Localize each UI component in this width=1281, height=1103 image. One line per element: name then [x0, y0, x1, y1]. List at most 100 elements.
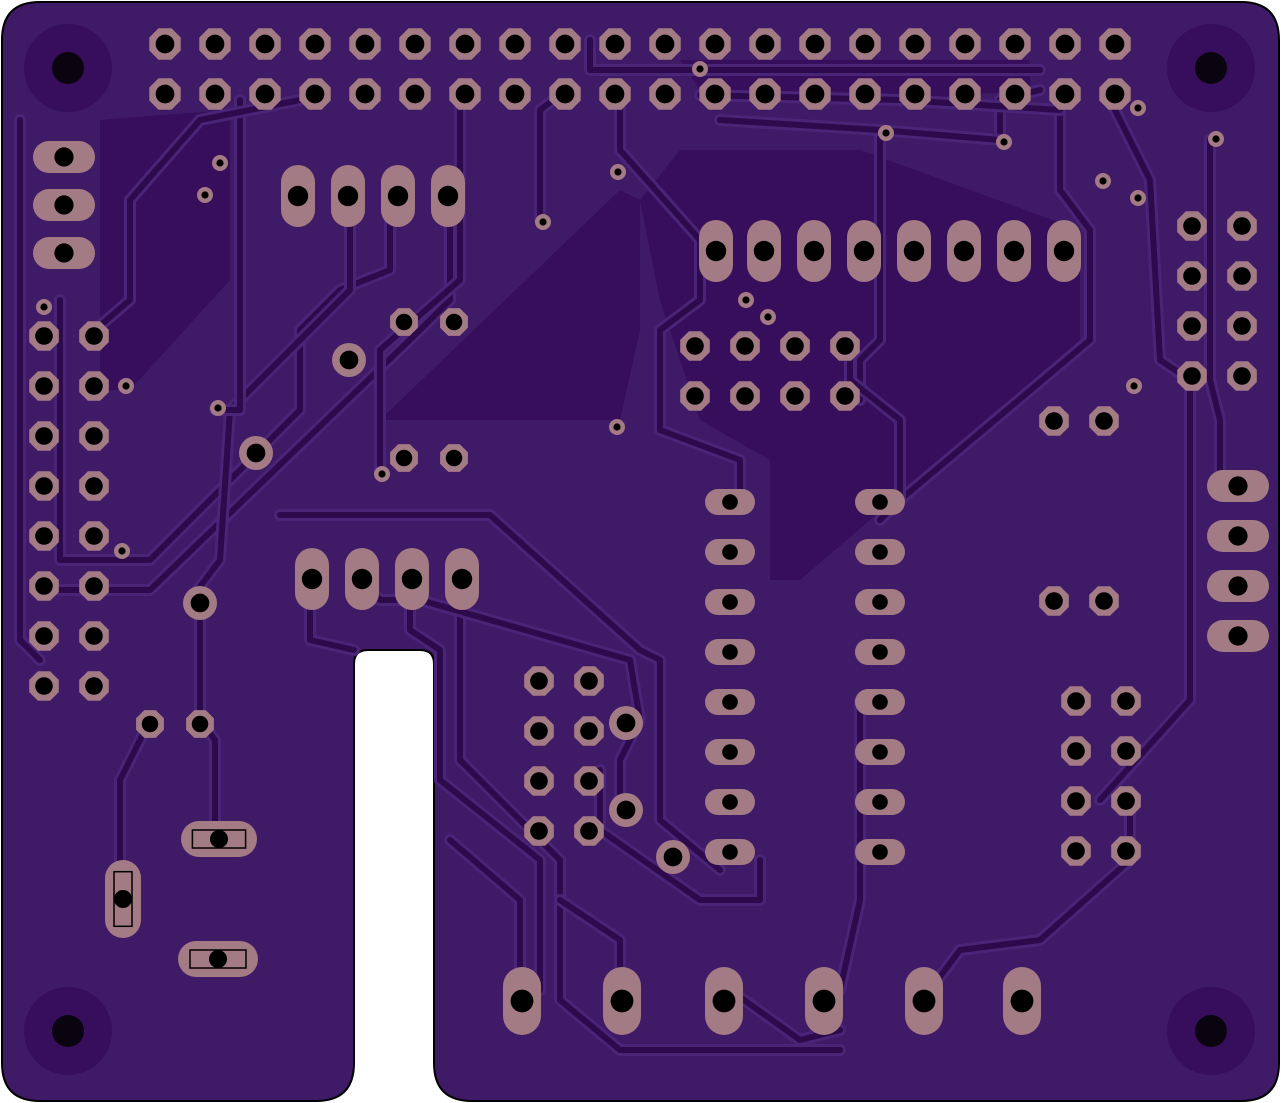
pad-hole [872, 844, 888, 860]
pad-hole [872, 494, 888, 510]
pad-hole [1117, 842, 1135, 860]
pad-hole [722, 594, 738, 610]
pad-hole [722, 794, 738, 810]
pad-hole [955, 84, 975, 104]
pad-hole [155, 34, 175, 54]
pad-hole [912, 989, 936, 1013]
pad-hole [141, 715, 159, 733]
pad-hole [395, 313, 413, 331]
pad-hole [35, 677, 53, 695]
trace-14 [617, 97, 743, 503]
pad-hole [305, 84, 325, 104]
trace-2 [37, 187, 453, 593]
mounting-hole-icon [1195, 1015, 1227, 1047]
pad-hole [580, 722, 598, 740]
pad-hole [1005, 34, 1025, 54]
pad-hole [1233, 317, 1251, 335]
trace-18 [1207, 137, 1223, 483]
pad-hole [530, 722, 548, 740]
via-hole [696, 65, 704, 73]
pad-hole [786, 337, 804, 355]
trace-9 [357, 577, 643, 823]
pad-hole [355, 84, 375, 104]
trace-21 [837, 697, 863, 993]
via-hole [214, 404, 222, 412]
pad-hole [736, 337, 754, 355]
pad-hole [953, 240, 975, 262]
via-hole [122, 382, 130, 390]
pad-hole [722, 694, 738, 710]
pad-hole [191, 715, 209, 733]
pad-hole [872, 644, 888, 660]
pad-hole [905, 84, 925, 104]
pad-hole [405, 34, 425, 54]
pad-hole [1095, 412, 1113, 430]
trace-24 [447, 837, 523, 993]
pad-hole [1117, 692, 1135, 710]
pour-region-1 [380, 190, 640, 420]
pad-hole [555, 34, 575, 54]
pad-hole [905, 34, 925, 54]
pad-hole [85, 477, 103, 495]
trace-6 [457, 577, 843, 1053]
pad-hole [872, 744, 888, 760]
pad-hole [855, 34, 875, 54]
pad-hole [580, 822, 598, 840]
pad-hole [610, 989, 634, 1013]
pad-hole [686, 337, 704, 355]
pad-hole [736, 387, 754, 405]
pad-hole [1053, 240, 1075, 262]
via-hole [1134, 194, 1142, 202]
pad-hole [555, 84, 575, 104]
pad-hole [1183, 317, 1201, 335]
pad-hole [505, 34, 525, 54]
pad-hole [955, 34, 975, 54]
pad-hole [1067, 742, 1085, 760]
via-hole [201, 191, 209, 199]
pad-hole [1067, 792, 1085, 810]
pad-hole [722, 644, 738, 660]
pad-hole [1233, 267, 1251, 285]
pad-hole [387, 185, 409, 207]
via-hole [742, 296, 750, 304]
pad-hole [1067, 842, 1085, 860]
pad-hole [190, 593, 210, 613]
pad-hole [1183, 267, 1201, 285]
pad-hole [205, 84, 225, 104]
pad-hole [1045, 412, 1063, 430]
via-hole [1212, 135, 1220, 143]
pad-hole [663, 847, 683, 867]
via-hole [1000, 138, 1008, 146]
pad-hole [301, 568, 323, 590]
pad-hole [1233, 367, 1251, 385]
via-hole [378, 470, 386, 478]
pad-hole [205, 34, 225, 54]
pad-hole [246, 443, 266, 463]
pad-hole [605, 84, 625, 104]
pad-hole [655, 34, 675, 54]
pad-hole [705, 34, 725, 54]
pad-hole [722, 544, 738, 560]
pad-hole [1105, 34, 1125, 54]
pad-hole [1003, 240, 1025, 262]
vias [36, 61, 1224, 559]
pad-hole [54, 243, 74, 263]
pad-hole [35, 377, 53, 395]
via-hole [1099, 177, 1107, 185]
pad-hole [872, 544, 888, 560]
pad-hole [1233, 217, 1251, 235]
pad-hole [405, 84, 425, 104]
pad-hole [1228, 526, 1248, 546]
pad-hole [755, 34, 775, 54]
pad-hole [655, 84, 675, 104]
pad-hole [872, 694, 888, 710]
pad-hole [351, 568, 373, 590]
pad-hole [35, 477, 53, 495]
pad-hole [1067, 692, 1085, 710]
pad-hole [255, 84, 275, 104]
pad-hole [605, 34, 625, 54]
pad-hole [355, 34, 375, 54]
mounting-hole-icon [1195, 52, 1227, 84]
trace-30 [847, 347, 903, 503]
